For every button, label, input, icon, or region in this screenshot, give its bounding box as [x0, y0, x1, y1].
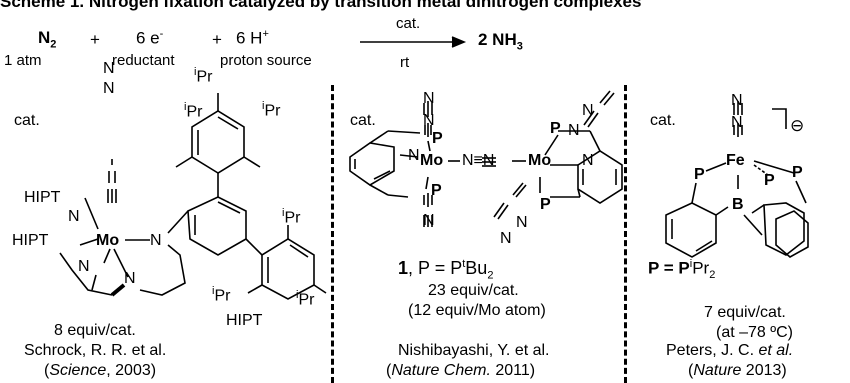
panel2-equiv: 23 equiv/cat.: [428, 282, 519, 299]
dinitrogen-atom: N: [516, 214, 528, 231]
plus-sign: +: [212, 30, 222, 49]
nishibayashi-catalyst-structure: [349, 90, 623, 227]
panel1-cat-label: cat.: [14, 112, 40, 129]
panel1-equiv: 8 equiv/cat.: [54, 322, 136, 339]
reaction-arrow: [360, 36, 467, 48]
iron-atom: Fe: [726, 152, 745, 169]
reactant-n2-condition: 1 atm: [4, 52, 42, 69]
phosphorus-atom: P: [764, 172, 775, 189]
compound-definition: 1, P = PtBu2: [398, 258, 494, 282]
product-nh3: 2 NH3: [478, 30, 523, 53]
isopropyl-label: iPr: [194, 66, 213, 86]
molybdenum-atom: Mo: [420, 152, 444, 169]
isopropyl-label: iPr: [282, 207, 301, 227]
dinitrogen-atom: N: [568, 122, 580, 139]
plus-sign: +: [90, 30, 100, 49]
arrow-bottom-label: rt: [400, 54, 410, 71]
phosphorus-atom: P: [431, 182, 442, 199]
boron-atom: B: [732, 196, 744, 213]
panel3-author: Peters, J. C. et al.: [666, 342, 794, 359]
dinitrogen-atom: N: [423, 112, 435, 129]
bridging-dinitrogen: N≡N: [462, 152, 495, 169]
hipt-group: HIPT: [226, 312, 263, 329]
hipt-group: HIPT: [12, 232, 49, 249]
molybdenum-atom: Mo: [528, 152, 552, 169]
reactant-protons-condition: proton source: [220, 52, 312, 69]
dinitrogen-atom: N: [423, 90, 435, 107]
dinitrogen-atom: N: [731, 92, 743, 109]
pyridine-nitrogen-atom: N: [582, 152, 594, 169]
panel2-cat-label: cat.: [350, 112, 376, 129]
arrow-top-label: cat.: [396, 15, 421, 32]
panel-divider: [331, 85, 334, 383]
anionic-charge-icon: ⊖: [790, 116, 805, 135]
amide-nitrogen-atom: N: [150, 232, 162, 249]
reactant-n2: N2: [38, 28, 57, 51]
isopropyl-label: iPr: [262, 100, 281, 120]
phosphorus-atom: P: [540, 196, 551, 213]
panel2-equiv-per-mo: (12 equiv/Mo atom): [408, 302, 546, 319]
phosphorus-atom: P: [432, 130, 443, 147]
peters-phosphine-definition: P = PiPr2: [648, 258, 716, 282]
panel3-cat-label: cat.: [650, 112, 676, 129]
amine-nitrogen-atom: N: [124, 270, 136, 287]
dinitrogen-atom: N: [500, 230, 512, 247]
isopropyl-label: iPr: [296, 289, 315, 309]
dinitrogen-atom: N: [103, 80, 115, 97]
panel3-reference: (Nature 2013): [688, 362, 787, 379]
dinitrogen-atom: N: [423, 212, 435, 229]
panel3-condition: (at –78 ºC): [716, 324, 793, 341]
panel2-author: Nishibayashi, Y. et al.: [398, 342, 550, 359]
hipt-group: HIPT: [24, 189, 61, 206]
amide-nitrogen-atom: N: [78, 258, 90, 275]
panel3-equiv: 7 equiv/cat.: [704, 304, 786, 321]
peters-catalyst-structure: [665, 101, 809, 258]
schrock-catalyst-structure: [59, 93, 327, 300]
phosphorus-atom: P: [792, 164, 803, 181]
amide-nitrogen-atom: N: [68, 208, 80, 225]
molybdenum-atom: Mo: [96, 232, 120, 249]
dinitrogen-atom: N: [582, 102, 594, 119]
isopropyl-label: iPr: [212, 285, 231, 305]
phosphorus-atom: P: [694, 166, 705, 183]
reactant-electrons-condition: reductant: [112, 52, 175, 69]
panel1-reference: (Science, 2003): [44, 362, 157, 379]
dinitrogen-atom: N: [103, 60, 115, 77]
isopropyl-label: iPr: [184, 101, 203, 121]
reactant-electrons: 6 e-: [136, 28, 164, 48]
phosphorus-atom: P: [550, 120, 561, 137]
scheme-title: Scheme 1. Nitrogen fixation catalyzed by…: [0, 0, 642, 11]
panel2-reference: (Nature Chem. 2011): [386, 362, 536, 379]
panel-divider: [624, 85, 627, 383]
panel1-author: Schrock, R. R. et al.: [24, 342, 167, 359]
dinitrogen-atom: N: [731, 114, 743, 131]
pyridine-nitrogen-atom: N: [408, 147, 420, 164]
reactant-protons: 6 H+: [236, 28, 269, 48]
